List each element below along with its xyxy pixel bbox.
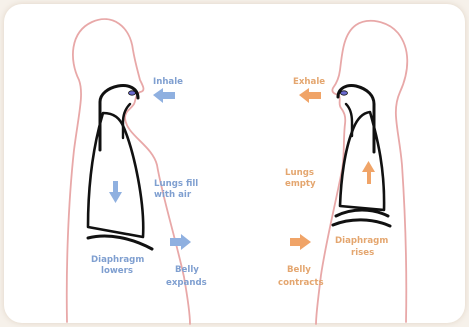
inhale-label: Inhale [153,77,183,87]
exhale-lung-outline [340,112,384,210]
lungs-fill-arrow-icon [109,181,122,203]
lungs-empty-label-line2: empty [285,179,316,189]
exhale-arrow-icon [299,88,321,103]
belly-contracts-label-line2: contracts [278,278,324,288]
belly-contracts-label-line1: Belly [287,265,311,275]
diaphragm-rises-label-line1: Diaphragm [335,236,388,246]
diaphragm-lowers-label-line2: lowers [101,266,133,276]
exhale-body-outline [316,21,407,324]
exhale-diaphragm-lower [333,220,390,226]
belly-contracts-arrow-icon [290,234,311,250]
inhale-lung-outline [88,113,143,237]
diaphragm-rises-label-line2: rises [351,248,374,258]
lungs-empty-arrow-icon [362,161,375,184]
exhale-label: Exhale [293,77,325,87]
exhale-figure: Exhale Lungs empty Diaphragm rises Belly… [278,21,407,324]
lungs-fill-label-line1: Lungs fill [154,179,198,189]
belly-expands-label-line2: expands [166,278,207,288]
lungs-fill-label-line2: with air [154,190,192,200]
inhale-nostril [129,91,136,95]
inhale-figure: Inhale Lungs fill with air Diaphragm low… [67,19,207,324]
belly-expands-label-line1: Belly [175,265,199,275]
exhale-nostril [341,91,348,95]
inhale-arrow-icon [153,88,175,103]
diaphragm-lowers-label-line1: Diaphragm [91,255,144,265]
lungs-empty-label-line1: Lungs [285,168,314,178]
